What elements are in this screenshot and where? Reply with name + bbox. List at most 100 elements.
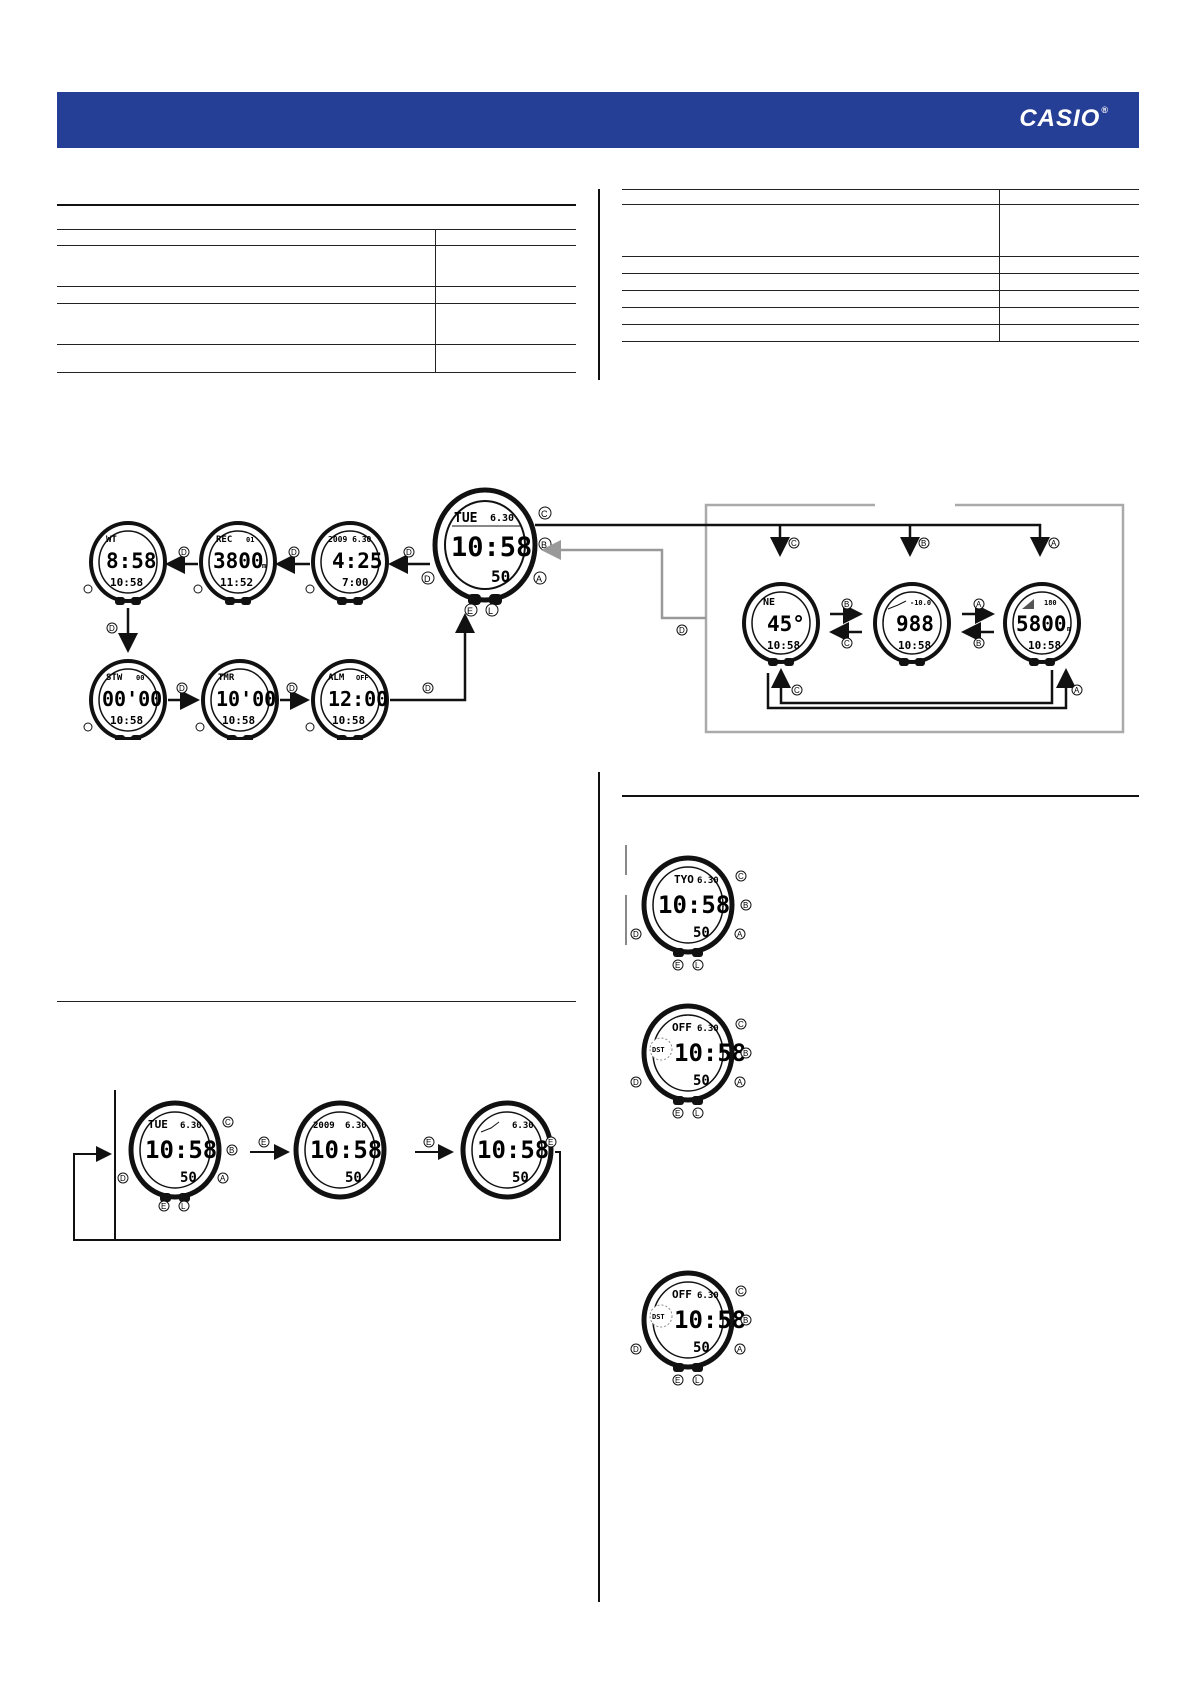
svg-text:L: L [488,606,493,616]
svg-text:NE: NE [763,597,775,608]
watch-compass: NE 45° 10:58 [742,582,820,666]
svg-text:10:58: 10:58 [1028,639,1061,652]
svg-text:10:58: 10:58 [110,576,143,589]
cycle-watch-2: 2009 6.30 10:58 50 [293,1100,387,1200]
svg-text:12:00: 12:00 [328,687,388,711]
svg-text:6.30: 6.30 [697,876,719,886]
svg-text:B: B [844,600,849,609]
svg-text:C: C [738,872,744,881]
svg-text:988: 988 [896,612,934,636]
svg-text:50: 50 [693,1073,710,1089]
d-button-markers [83,584,315,732]
svg-text:B: B [229,1146,234,1155]
section-rule-left [57,1001,576,1002]
watch-timer: TMR 10'00 10:58 [201,659,279,740]
svg-text:10:58: 10:58 [310,1136,382,1164]
svg-text:10:58: 10:58 [767,639,800,652]
svg-text:OFF: OFF [356,674,369,682]
watch-world-time: WT 8:58 10:58 [89,521,167,605]
watch-alarm: ALM OFF 12:00 10:58 [311,659,389,740]
svg-text:10:58: 10:58 [145,1136,217,1164]
svg-text:A: A [737,1345,743,1354]
cycle-arrows [73,1090,561,1241]
svg-text:L: L [695,961,700,970]
svg-text:50: 50 [693,1340,710,1356]
svg-text:10:58: 10:58 [451,532,532,563]
svg-text:E: E [675,961,680,970]
svg-text:01: 01 [246,536,254,544]
watch-log: 2009 6.30 4:25 7:00 [311,521,389,605]
svg-text:C: C [794,686,800,695]
mode-flow-diagram: TUE 6.30 10:58 50 C B A D E L WT 8:58 10… [83,487,1125,740]
svg-text:D: D [179,684,185,693]
svg-text:STW: STW [106,673,123,683]
svg-text:L: L [181,1202,186,1211]
cycle-watch-1: TUE 6.30 10:58 50 [128,1100,222,1202]
svg-text:B: B [976,639,981,648]
svg-text:L: L [695,1109,700,1118]
svg-text:4:25: 4:25 [332,549,383,573]
svg-text:10:58: 10:58 [477,1136,549,1164]
svg-text:-10.0: -10.0 [910,599,931,607]
watch-stopwatch: STW 00 00'00 10:58 [89,659,167,740]
sensor-return-arrow [541,540,706,620]
svg-text:C: C [225,1118,231,1127]
svg-text:8:58: 8:58 [106,549,157,573]
svg-text:3800: 3800 [213,549,264,573]
watch-altimeter: 180 5800 m 10:58 [1003,582,1081,666]
svg-text:E: E [675,1109,680,1118]
svg-text:10:58: 10:58 [674,1306,746,1334]
svg-text:50: 50 [512,1170,529,1186]
svg-text:TMR: TMR [218,673,235,683]
svg-text:D: D [181,548,187,557]
svg-text:B: B [743,1316,748,1325]
svg-text:A: A [1074,686,1080,695]
svg-text:10:58: 10:58 [898,639,931,652]
setting-watch-1: TYO 6.30 10:58 50 [625,845,735,957]
svg-text:A: A [737,1078,743,1087]
svg-text:180: 180 [1044,599,1057,607]
svg-text:m: m [1067,625,1071,633]
svg-text:C: C [791,539,797,548]
svg-text:D: D [633,1078,639,1087]
svg-text:REC: REC [216,535,232,545]
svg-text:D: D [633,1345,639,1354]
svg-text:D: D [109,624,115,633]
section-rule-right [622,795,1139,797]
svg-text:B: B [743,1049,748,1058]
svg-text:WT: WT [106,535,117,545]
svg-text:2009 6.30: 2009 6.30 [328,535,372,544]
svg-text:6.30: 6.30 [345,1121,367,1131]
cycle-watch-3: 6.30 10:58 50 [460,1100,554,1200]
svg-text:10:58: 10:58 [674,1039,746,1067]
watch-timekeeping-main: TUE 6.30 10:58 50 C B A D E L [421,487,552,617]
svg-text:7:00: 7:00 [342,576,369,589]
svg-text:50: 50 [345,1170,362,1186]
svg-text:6.30: 6.30 [490,513,514,524]
svg-text:D: D [425,684,431,693]
casio-logo: CASIO® [1019,105,1109,132]
svg-text:A: A [220,1174,226,1183]
svg-text:45°: 45° [767,612,805,636]
svg-text:TUE: TUE [454,511,477,526]
svg-text:D: D [291,548,297,557]
sensor-arrow-labels: C B A B C A B C A D [676,537,1083,696]
svg-text:TYO: TYO [674,873,694,886]
svg-text:OFF: OFF [672,1021,692,1034]
watch-barometer: -10.0 988 10:58 [873,582,951,666]
svg-text:00'00: 00'00 [102,687,162,711]
svg-text:6.30: 6.30 [180,1121,202,1131]
header-band: CASIO® [57,92,1139,148]
sensor-arrows [535,523,1076,710]
svg-text:DST: DST [652,1313,665,1321]
svg-text:D: D [120,1174,126,1183]
svg-text:m: m [262,562,266,570]
svg-text:TUE: TUE [148,1118,168,1131]
setting-button-labels: C B A D E L C B A D E L C B A D E L [630,870,752,1386]
svg-text:B: B [743,901,748,910]
svg-text:D: D [679,626,685,635]
svg-text:A: A [536,574,542,584]
svg-text:ALM: ALM [328,673,345,683]
svg-text:E: E [261,1138,266,1147]
svg-text:DST: DST [652,1046,665,1054]
